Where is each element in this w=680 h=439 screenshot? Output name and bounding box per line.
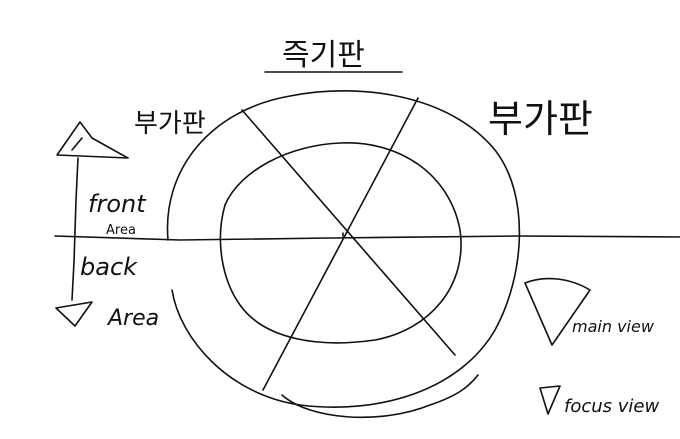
spoke-line-1 (241, 109, 456, 356)
top-left-label: 부가판 (134, 109, 206, 139)
back-label: back (80, 253, 138, 281)
front-area-label: Area (106, 223, 136, 238)
horizon-line (54, 235, 680, 241)
top-right-label: 부가판 (488, 97, 593, 141)
main-view-label: main view (572, 317, 655, 336)
top-center-label: 즉기판 (282, 38, 365, 73)
up-triangle-icon (56, 121, 129, 159)
bottom-arc (281, 374, 479, 419)
small-wedge-icon (539, 385, 561, 415)
outer-circle (166, 89, 521, 408)
back-area-label: Area (106, 306, 159, 331)
inner-circle (219, 142, 462, 344)
vertical-axis (71, 157, 79, 301)
down-triangle-icon (55, 301, 93, 327)
front-label: front (88, 190, 147, 218)
fan-wedge-icon (524, 277, 591, 346)
spoke-line-2 (262, 97, 419, 391)
focus-view-label: focus view (564, 396, 659, 417)
